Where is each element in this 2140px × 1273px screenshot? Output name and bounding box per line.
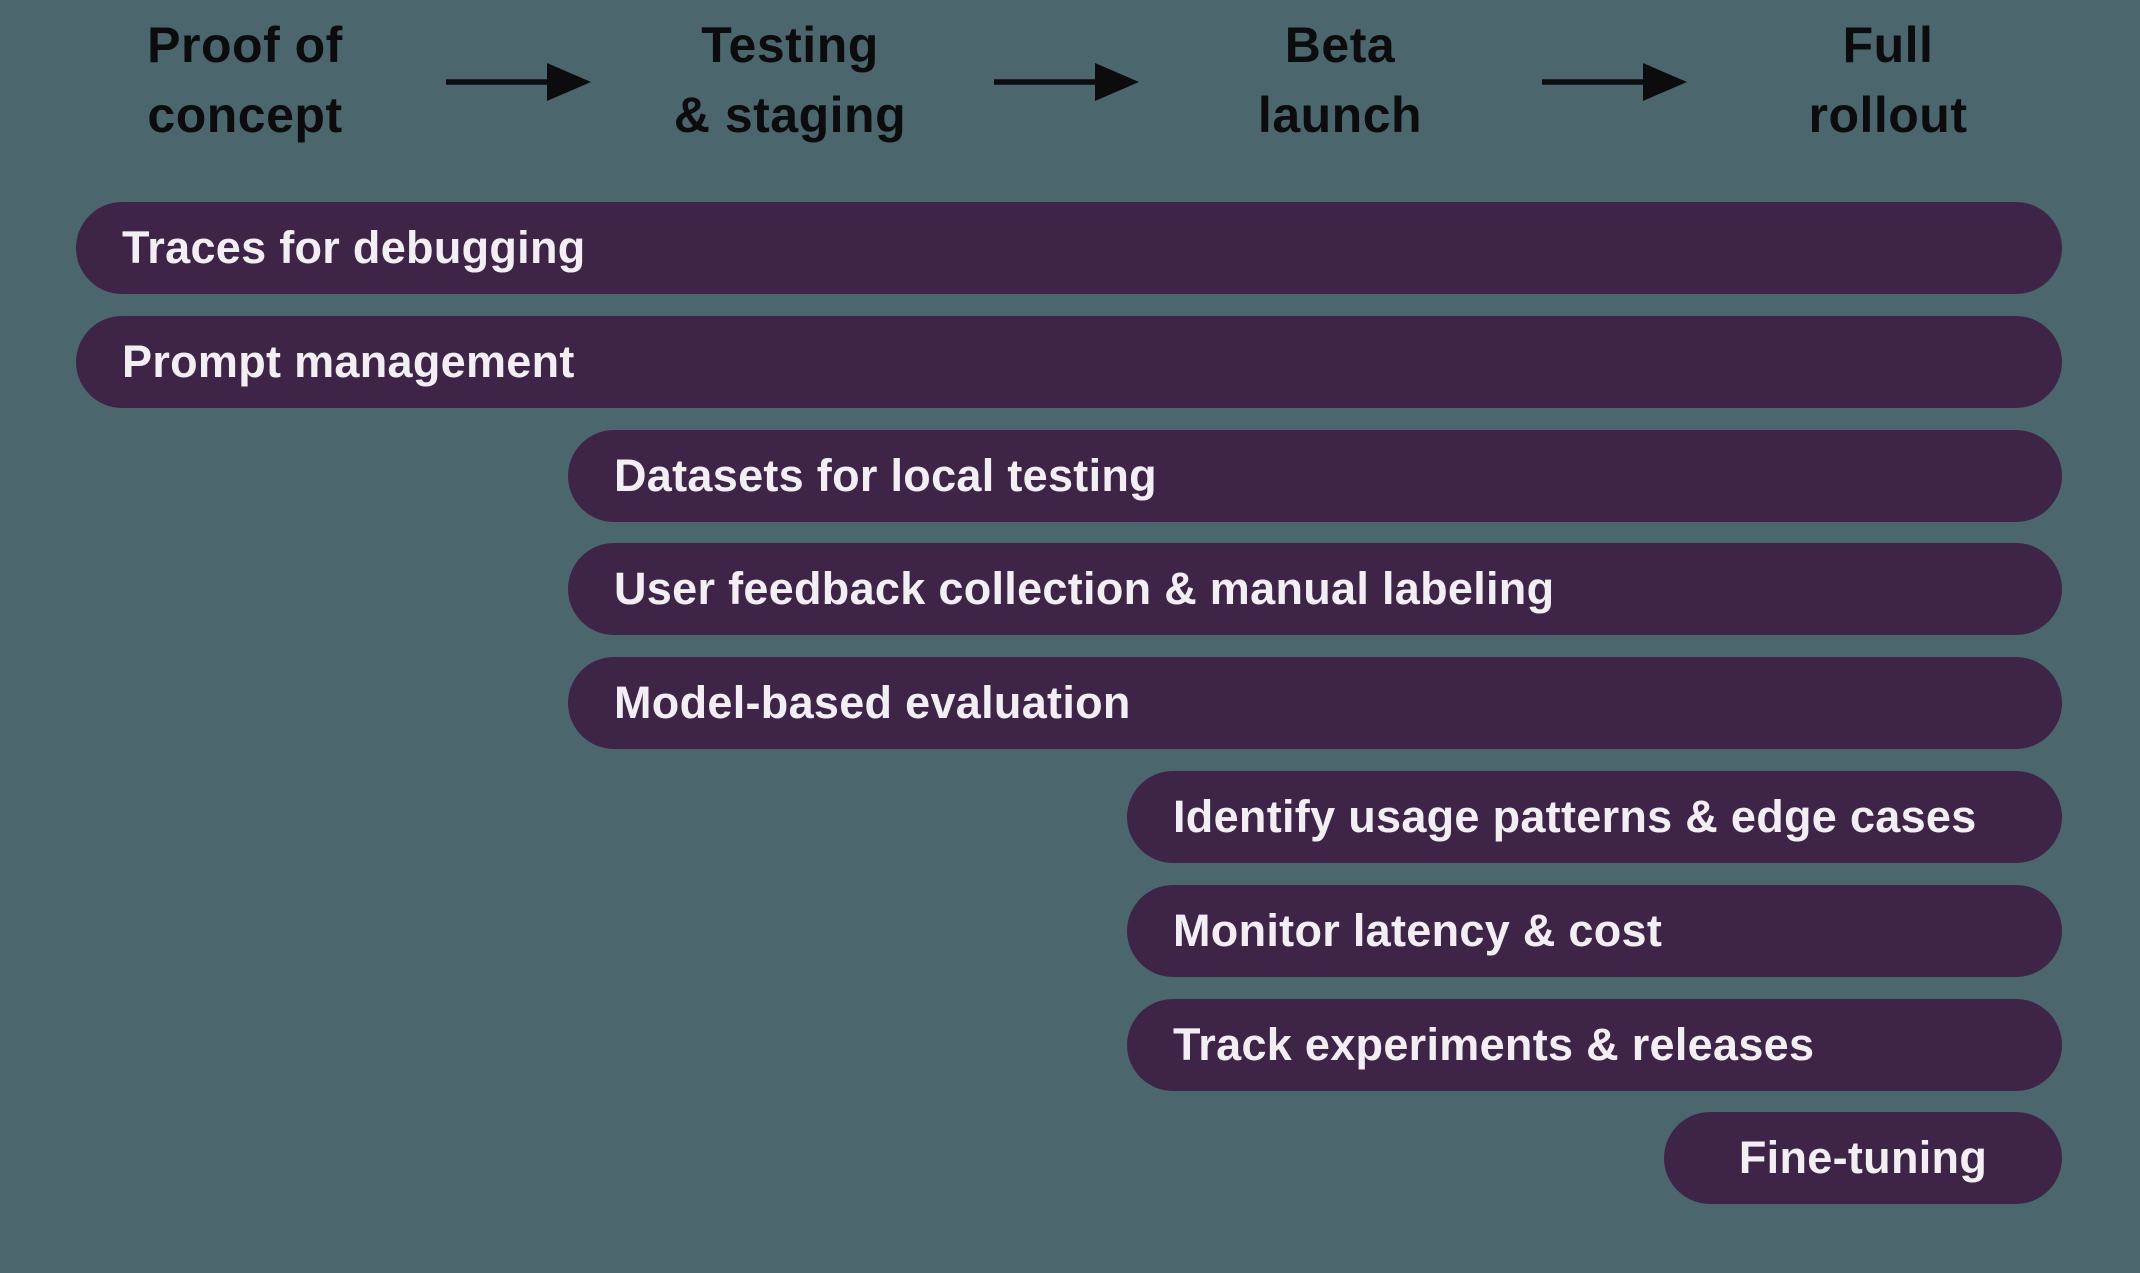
- bar-datasets-for-local-testing: Datasets for local testing: [568, 429, 2062, 522]
- capability-bars: Traces for debugging Prompt management D…: [0, 202, 2140, 1205]
- stage-header-beta-launch: Beta launch: [1257, 17, 1423, 143]
- stage-header-testing-staging: Testing & staging: [673, 17, 907, 143]
- bar-track-experiments-releases: Track experiments & releases: [1127, 998, 2062, 1091]
- bar-model-based-evaluation: Model-based evaluation: [568, 657, 2062, 750]
- bar-fine-tuning: Fine-tuning: [1664, 1112, 2062, 1205]
- bar-monitor-latency-cost: Monitor latency & cost: [1127, 884, 2062, 977]
- flow-arrow-icon: [446, 63, 591, 101]
- bar-prompt-management: Prompt management: [76, 315, 2062, 408]
- stage-header-proof-of-concept: Proof of concept: [147, 17, 343, 143]
- bar-identify-usage-patterns: Identify usage patterns & edge cases: [1127, 770, 2062, 863]
- flow-arrow-icon: [1542, 63, 1687, 101]
- stage-header-full-rollout: Full rollout: [1808, 17, 1968, 143]
- flow-arrow-icon: [994, 63, 1139, 101]
- bar-traces-for-debugging: Traces for debugging: [76, 202, 2062, 294]
- bar-user-feedback-collection: User feedback collection & manual labeli…: [568, 543, 2062, 636]
